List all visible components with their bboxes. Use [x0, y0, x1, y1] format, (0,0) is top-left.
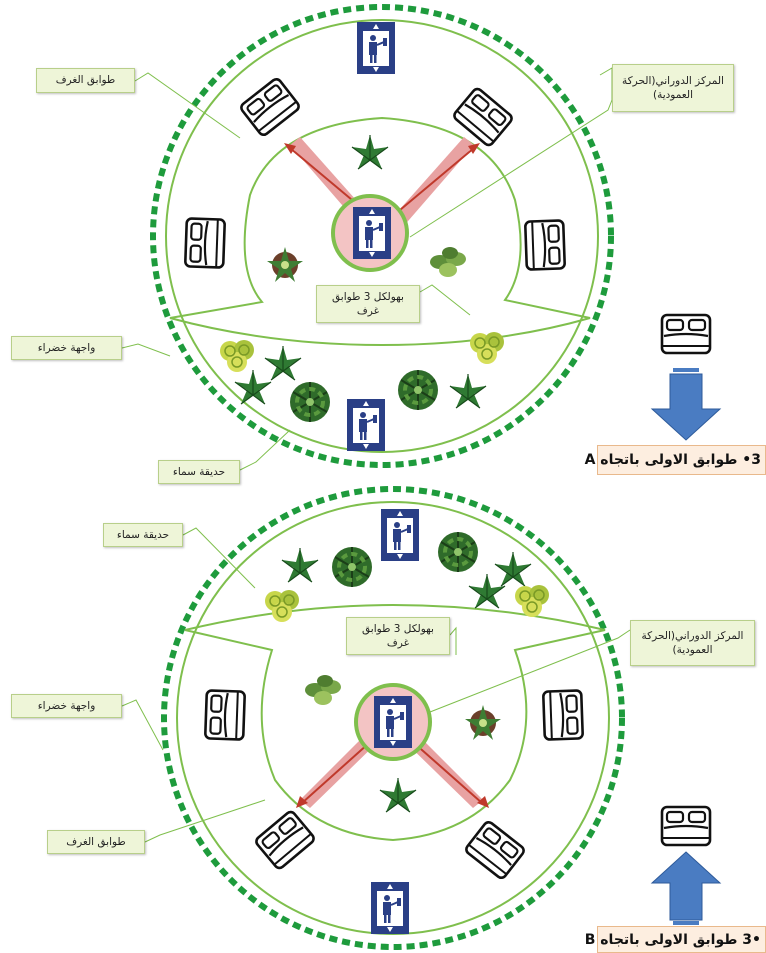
top-plant-icon-2 — [267, 247, 303, 282]
top-leader-structure — [419, 284, 471, 316]
top-plant-icon-9 — [449, 373, 487, 409]
top-plant-icon-4 — [219, 339, 255, 373]
top-outer-line — [165, 19, 599, 453]
top-arrow-line-right — [393, 147, 475, 216]
top-leader-rooms — [134, 72, 241, 139]
bottom-side-bed-icon — [660, 805, 712, 847]
bottom-arrowhead-right — [477, 796, 489, 808]
top-label-core: المركز الدوراني(الحركة العمودية) — [612, 64, 734, 112]
top-leader-garden — [239, 429, 291, 471]
bottom-arrow-band — [673, 921, 699, 925]
bottom-leader-facade — [121, 699, 164, 751]
top-elevator-icon-south — [346, 398, 386, 452]
top-label-sky-garden: حديقة سماء — [158, 460, 240, 484]
top-green-ring — [150, 4, 614, 468]
top-bed-icon-1 — [238, 75, 302, 139]
bottom-plant-icon-6 — [264, 589, 300, 623]
bottom-leader-rooms — [144, 799, 266, 843]
top-label-green-facade: واجهة خضراء — [11, 336, 122, 360]
top-side-bed-icon — [660, 313, 712, 355]
top-inner-line — [169, 116, 591, 347]
top-plant-icon-10 — [469, 331, 505, 365]
top-leader-facade — [121, 343, 171, 357]
bottom-plant-icon-5 — [468, 573, 506, 609]
top-caption: 3• طوابق الاولى باتجاه A — [585, 445, 766, 475]
top-label-structure: بهولكل 3 طوابق غرف — [316, 285, 420, 323]
bottom-bed-icon-1 — [203, 689, 247, 741]
bottom-bed-icon-4 — [463, 818, 527, 882]
bottom-label-rooms: طوابق الغرف — [47, 830, 145, 854]
bottom-leader-garden — [182, 527, 256, 589]
top-plant-icon-3 — [430, 247, 466, 277]
bottom-inner-line — [184, 603, 606, 842]
bottom-bed-icon-3 — [253, 808, 317, 872]
top-elevator-icon-north — [356, 21, 396, 75]
bottom-label-green-facade: واجهة خضراء — [11, 694, 122, 718]
bottom-elevator-icon-north — [380, 508, 420, 562]
bottom-plant-icon-10 — [379, 777, 417, 813]
top-arrowhead-left — [284, 143, 296, 154]
bottom-green-ring — [161, 486, 625, 950]
top-core-elevator-icon — [352, 206, 392, 260]
top-plant-icon-8 — [396, 368, 440, 412]
bottom-caption: •3 طوابق الاولى باتجاه B — [585, 926, 766, 953]
bottom-label-core: المركز الدوراني(الحركة العمودية) — [630, 620, 755, 666]
top-plant-icon-7 — [288, 380, 332, 424]
bottom-plant-icon-2 — [330, 545, 374, 589]
top-bed-icon-3 — [183, 217, 227, 269]
bottom-label-sky-garden: حديقة سماء — [103, 523, 183, 547]
bottom-plant-icon-3 — [436, 530, 480, 574]
top-bed-icon-4 — [523, 219, 567, 271]
bottom-plant-icon-4 — [494, 551, 532, 587]
bottom-big-arrow-icon — [650, 851, 722, 921]
bottom-elevator-icon-south — [370, 881, 410, 935]
bottom-arrowhead-left — [296, 796, 308, 808]
bottom-bed-icon-2 — [541, 689, 585, 741]
top-plant-icon-1 — [351, 134, 389, 170]
top-arrow-band — [673, 368, 699, 372]
bottom-leader-structure — [449, 626, 457, 655]
bottom-plant-icon-8 — [305, 675, 341, 705]
bottom-diagram — [121, 486, 722, 950]
bottom-core-elevator-icon — [373, 695, 413, 749]
bottom-plant-icon-7 — [514, 584, 550, 618]
top-arrowhead-right — [468, 143, 480, 154]
bottom-leader-core — [429, 629, 631, 713]
bottom-plant-icon-9 — [465, 705, 501, 740]
bottom-plant-icon-1 — [281, 547, 319, 583]
bottom-label-structure: بهولكل 3 طوابق غرف — [346, 617, 450, 655]
top-big-arrow-icon — [650, 373, 722, 441]
top-plant-icon-5 — [264, 345, 302, 381]
top-label-rooms: طوابق الغرف — [36, 68, 135, 93]
top-diagram — [121, 4, 722, 471]
